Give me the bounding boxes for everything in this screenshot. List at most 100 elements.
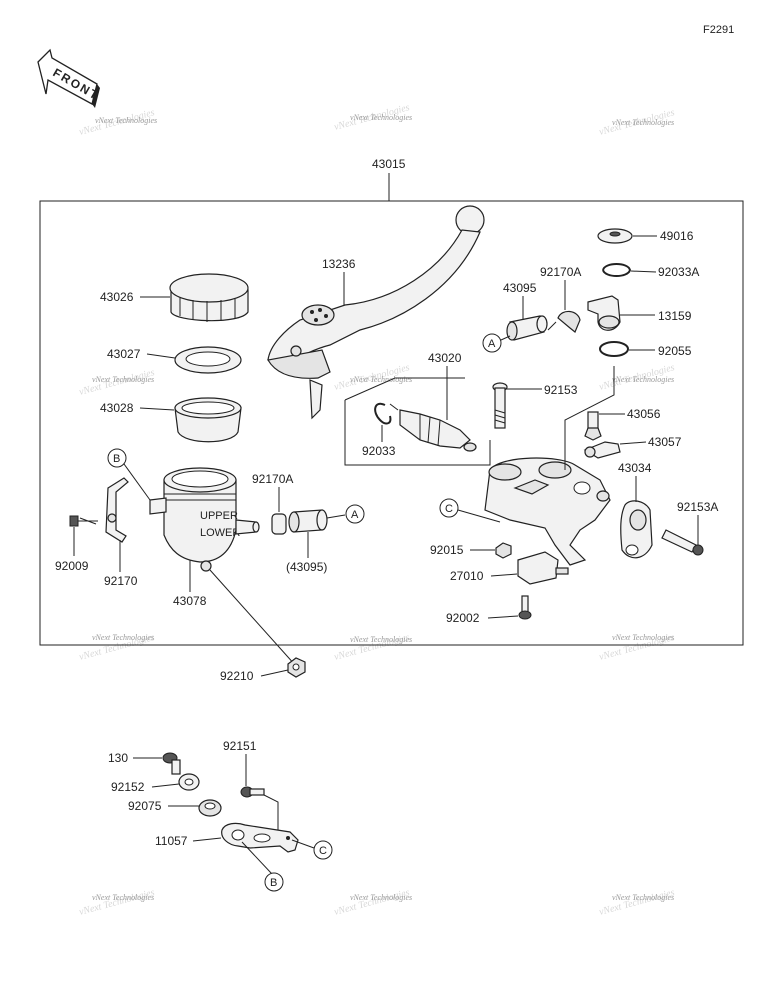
hose-part[interactable]	[288, 509, 328, 533]
watermark: vNext Technologies	[350, 113, 412, 122]
reservoir-bracket-part[interactable]	[105, 477, 129, 543]
o-ring-part[interactable]	[599, 341, 629, 357]
part-label-92009: 92009	[55, 559, 89, 573]
leader-43057	[619, 441, 647, 445]
part-label-43026: 43026	[100, 290, 134, 304]
part-label-13236: 13236	[322, 257, 356, 271]
diaphragm-part[interactable]	[174, 397, 242, 443]
nut-part[interactable]	[287, 657, 306, 678]
hose-clamp-top-part[interactable]	[547, 310, 581, 333]
handlebar-clamp-part[interactable]	[620, 500, 653, 559]
part-label-92152: 92152	[111, 780, 145, 794]
part-label-92002: 92002	[446, 611, 480, 625]
locknut-part[interactable]	[495, 542, 512, 559]
part-label-92075: 92075	[128, 799, 162, 813]
brake-switch-part[interactable]	[517, 551, 569, 585]
part-label-92033a: 92033A	[658, 265, 699, 279]
bracket-collar-part[interactable]	[178, 773, 200, 791]
leader-callout-c-low	[291, 839, 315, 849]
leader-92152	[151, 783, 180, 788]
leader-callout-b-low	[241, 841, 273, 875]
watermark-shadow: vNext Technologies	[78, 887, 156, 918]
circlip-part[interactable]	[374, 402, 392, 425]
part-label-43020: 43020	[428, 351, 462, 365]
switch-screw-part[interactable]	[518, 595, 532, 620]
reservoir-cap-part[interactable]	[169, 273, 249, 322]
leader-92210-line	[209, 569, 297, 667]
part-label-43056: 43056	[627, 407, 661, 421]
diagram-code: F2291	[703, 24, 734, 36]
master-cylinder-body-part[interactable]	[484, 457, 611, 566]
watermark: vNext Technologies	[612, 893, 674, 902]
piston-assembly-part[interactable]	[389, 403, 477, 452]
pivot-bolt-part[interactable]	[492, 382, 508, 429]
hose-clamp-part[interactable]	[271, 513, 287, 535]
circlip-a-part[interactable]	[602, 263, 632, 277]
watermark: vNext Technologies	[350, 893, 412, 902]
bracket-bolt-part[interactable]	[162, 752, 181, 775]
part-label-11057: 11057	[155, 834, 188, 848]
fitting-cap-part[interactable]	[597, 228, 633, 244]
callout-a-marker	[345, 504, 365, 524]
brake-lever-part[interactable]	[267, 205, 485, 420]
part-label-43095-paren: (43095)	[286, 560, 327, 574]
callout-c-label: C	[445, 503, 453, 515]
part-label-92153a: 92153A	[677, 500, 718, 514]
leader-92033a	[630, 270, 657, 273]
part-label-43027: 43027	[107, 347, 141, 361]
callout-c-marker	[439, 498, 459, 518]
bleeder-cap-part[interactable]	[583, 441, 621, 459]
clamp-bolt-part[interactable]	[661, 529, 704, 556]
callout-c-low-marker	[313, 840, 333, 860]
assembly-number-label: 43015	[372, 157, 406, 171]
watermark: vNext Technologies	[350, 635, 412, 644]
reservoir-part[interactable]: UPPER LOWER	[149, 467, 260, 572]
leader-callout-c	[457, 509, 501, 523]
part-label-43095: 43095	[503, 281, 537, 295]
assembly-frame	[39, 200, 744, 646]
bleeder-valve-part[interactable]	[584, 411, 602, 441]
part-label-13159: 13159	[658, 309, 692, 323]
reservoir-lower-text: LOWER	[200, 527, 240, 539]
leader-27010	[490, 573, 518, 577]
part-label-92151: 92151	[223, 739, 257, 753]
callout-b-label: B	[113, 453, 120, 465]
leader-92210	[260, 669, 289, 677]
callout-b-low-marker	[264, 872, 284, 892]
part-label-92015: 92015	[430, 543, 464, 557]
watermark: vNext Technologies	[612, 118, 674, 127]
hose-top-part[interactable]	[506, 315, 548, 341]
leader-callout-b	[123, 463, 151, 501]
callout-b-low-label: B	[270, 877, 277, 889]
part-label-130: 130	[108, 751, 128, 765]
part-label-43078: 43078	[173, 594, 207, 608]
callout-a-top-label: A	[488, 338, 496, 350]
piston-kit-bracket	[344, 400, 491, 466]
diaphragm-plate-part[interactable]	[174, 346, 242, 374]
part-label-43057: 43057	[648, 435, 682, 449]
watermark: vNext Technologies	[612, 633, 674, 642]
part-label-92170a-mid: 92170A	[252, 472, 293, 486]
part-label-92170: 92170	[104, 574, 138, 588]
leader-callout-a-top	[500, 335, 511, 341]
callout-b-marker	[107, 448, 127, 468]
part-label-43028: 43028	[100, 401, 134, 415]
mounting-bracket-part[interactable]	[221, 822, 299, 853]
watermark: vNext Technologies	[95, 116, 157, 125]
leader-43028	[139, 407, 175, 411]
watermark: vNext Technologies	[350, 375, 412, 384]
watermark: vNext Technologies	[92, 375, 154, 384]
part-label-27010: 27010	[450, 569, 484, 583]
leader-43027	[146, 353, 176, 359]
hose-fitting-part[interactable]	[587, 295, 621, 331]
bracket-screw-part[interactable]	[240, 786, 265, 798]
part-label-92033: 92033	[362, 444, 396, 458]
watermark-shadow: vNext Technologies	[333, 887, 411, 918]
leader-bracket-screw	[263, 794, 279, 830]
part-label-92170a-top: 92170A	[540, 265, 581, 279]
bracket-grommet-part[interactable]	[198, 799, 222, 817]
leader-callout-a-mid	[326, 514, 346, 519]
leader-11057	[192, 837, 222, 842]
screw-part[interactable]	[69, 515, 98, 527]
